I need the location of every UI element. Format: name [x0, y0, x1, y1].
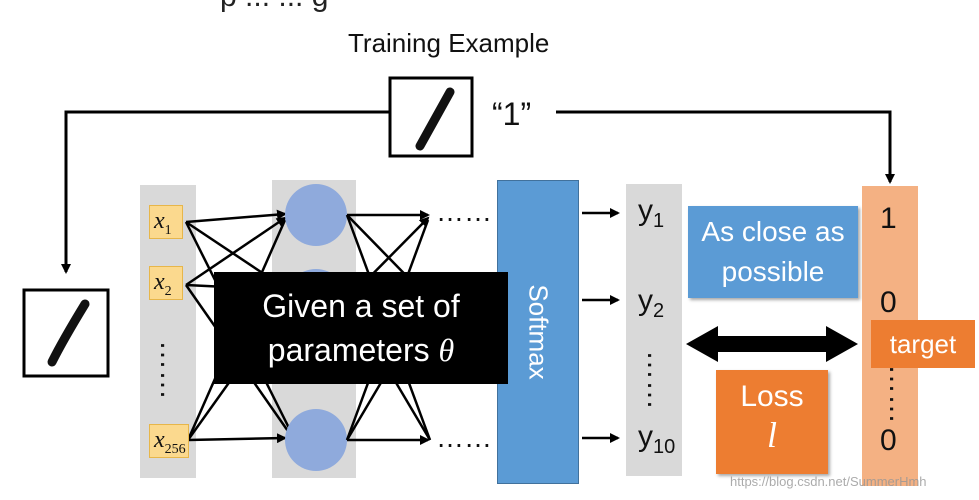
target-tag: target [871, 320, 975, 368]
softmax-layer: Softmax [497, 180, 579, 484]
line-to-input-image [61, 110, 390, 274]
target-value-1: 1 [880, 202, 897, 235]
digit-label: “1” [492, 96, 532, 132]
softmax-output-arrows [582, 208, 620, 443]
neuron-bottom [285, 409, 347, 471]
input-vertical-dots: …… [154, 340, 187, 400]
layer-dots-bottom: …… [436, 422, 492, 453]
layer-dots-top: …… [436, 196, 492, 227]
training-image-box [388, 76, 474, 158]
close-box-line1: As close as [701, 216, 845, 247]
given-line1: Given a set of [262, 288, 460, 324]
loss-title: Loss [740, 380, 804, 413]
softmax-label: Softmax [523, 284, 554, 380]
output-y2: y2 [638, 284, 665, 322]
loss-symbol: l [766, 415, 777, 455]
given-line2: parameters θ [267, 332, 455, 368]
loss-box: Loss l [716, 370, 828, 474]
as-close-as-possible-box: As close as possible [688, 206, 858, 298]
target-value-2: 0 [880, 286, 897, 319]
target-value-10: 0 [880, 424, 897, 457]
training-example-label: Training Example [348, 28, 550, 58]
double-arrow [686, 326, 858, 362]
watermark: https://blog.csdn.net/SummerHmh [730, 474, 927, 489]
input-x1: x1 [149, 205, 183, 239]
given-parameters-box: Given a set of parameters θ [214, 272, 508, 384]
top-caption-partial: p ... ... g [220, 0, 328, 14]
output-vertical-dots: …… [641, 350, 674, 410]
digit-one-stroke [415, 87, 455, 151]
output-y1: y1 [638, 194, 665, 232]
input-digit-one-stroke [47, 299, 90, 367]
input-x256: x256 [149, 424, 189, 458]
input-x2: x2 [149, 266, 183, 300]
theta-symbol: θ [438, 332, 455, 368]
line-to-target [556, 110, 895, 184]
output-column-bg [626, 184, 682, 476]
neuron-top [285, 184, 347, 246]
close-box-line2: possible [721, 256, 825, 287]
output-y10: y10 [638, 420, 676, 458]
target-vertical-dots: …… [883, 364, 916, 424]
